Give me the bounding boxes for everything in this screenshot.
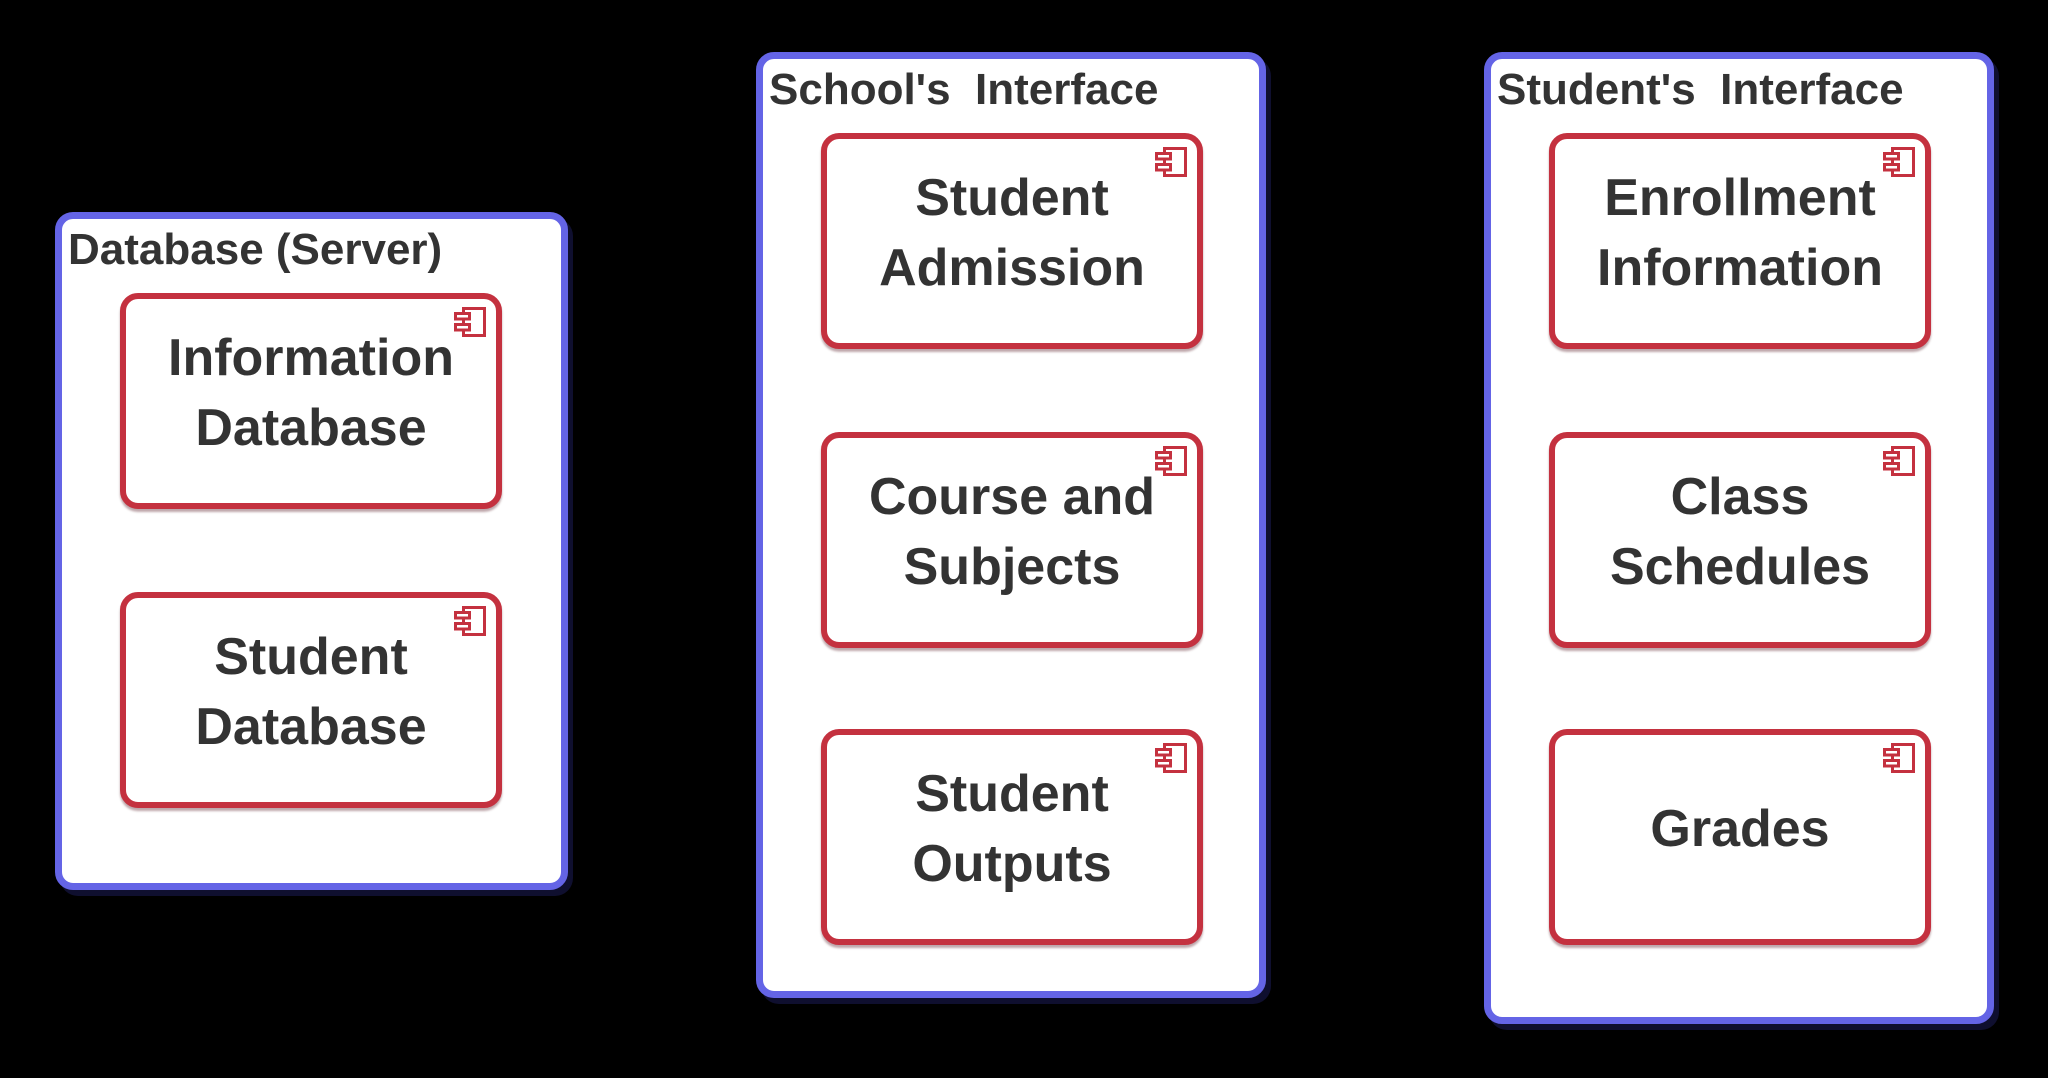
component-label: Student Outputs	[912, 764, 1112, 893]
component-label: Course and Subjects	[868, 467, 1156, 596]
container-schools-interface: School's Interface Student Admission Cou…	[756, 52, 1266, 998]
component-label: Enrollment Information	[1597, 168, 1883, 297]
component-label: Class Schedules	[1609, 467, 1871, 596]
component-grades: Grades	[1549, 729, 1931, 945]
uml-component-icon	[1883, 147, 1915, 177]
component-label: Information Database	[168, 328, 454, 457]
component-information-database: Information Database	[120, 293, 502, 509]
uml-component-icon	[1883, 446, 1915, 476]
container-title: School's Interface	[769, 65, 1159, 114]
container-students-interface: Student's Interface Enrollment Informati…	[1484, 52, 1994, 1024]
component-student-outputs: Student Outputs	[821, 729, 1203, 945]
component-label: Student Admission	[879, 168, 1145, 297]
uml-component-icon	[1155, 446, 1187, 476]
component-student-database: Student Database	[120, 592, 502, 808]
component-class-schedules: Class Schedules	[1549, 432, 1931, 648]
container-title: Database (Server)	[68, 225, 443, 274]
component-enrollment-information: Enrollment Information	[1549, 133, 1931, 349]
uml-component-icon	[454, 307, 486, 337]
component-label: Grades	[1650, 799, 1830, 858]
component-course-and-subjects: Course and Subjects	[821, 432, 1203, 648]
uml-component-icon	[454, 606, 486, 636]
container-title: Student's Interface	[1497, 65, 1904, 114]
container-database-server: Database (Server) Information Database S…	[55, 212, 568, 890]
uml-component-icon	[1155, 743, 1187, 773]
component-student-admission: Student Admission	[821, 133, 1203, 349]
uml-component-icon	[1883, 743, 1915, 773]
component-label: Student Database	[195, 627, 427, 756]
uml-component-icon	[1155, 147, 1187, 177]
